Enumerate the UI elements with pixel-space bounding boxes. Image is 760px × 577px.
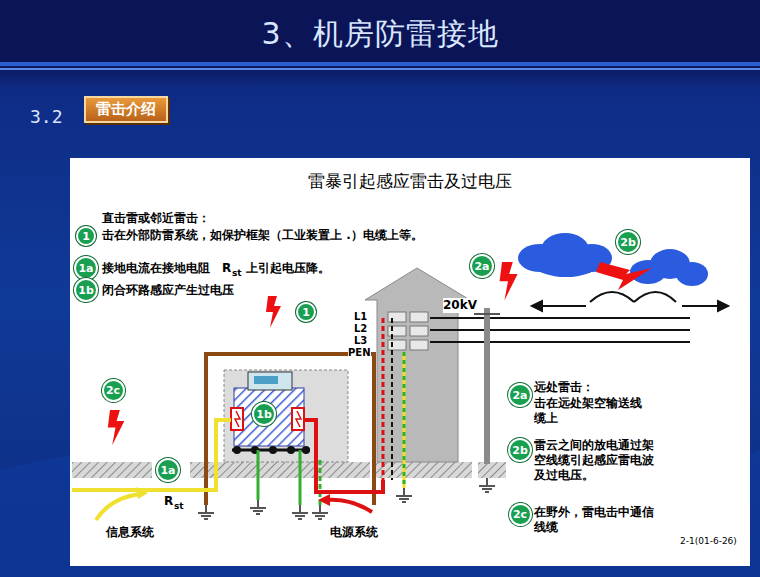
callout-text: 1b — [256, 408, 272, 421]
transformer — [388, 312, 428, 350]
callout-number: 1b — [74, 278, 98, 302]
callout-text: 2c — [513, 508, 527, 521]
resistance-subscript: st — [232, 268, 242, 279]
callout-number: 1 — [296, 302, 316, 322]
callout-number: 2b — [508, 438, 532, 462]
note-text: 闭合环路感应产生过电压 — [102, 283, 234, 298]
equipment-cabinet — [234, 388, 304, 446]
ground-strip — [72, 462, 152, 478]
callout-number: 1 — [76, 226, 96, 246]
callout-number: 1a — [156, 458, 180, 482]
callout-number: 2a — [508, 383, 532, 407]
overhead-line — [430, 341, 690, 343]
callout-number: 2c — [102, 379, 125, 402]
bus-terminal — [233, 446, 310, 454]
header-rule — [0, 62, 760, 66]
note-text: 接地电流在接地电阻 — [102, 261, 210, 276]
callout-text: 2a — [512, 389, 527, 402]
phase-label: L2 — [354, 323, 367, 336]
callout-number: 1b — [252, 402, 276, 426]
signal-cable — [72, 420, 231, 490]
phase-label: L1 — [354, 311, 367, 324]
callout-text: 1 — [82, 230, 90, 243]
earth-conductor — [299, 450, 302, 505]
utility-pole — [484, 308, 490, 464]
callout-text: 1a — [160, 464, 175, 477]
computer-screen — [254, 376, 278, 384]
callout-number: 2b — [616, 230, 640, 254]
callout-text: 1 — [302, 306, 310, 319]
earth-conductor — [257, 450, 260, 500]
surge-protector — [231, 408, 243, 430]
ground-strip — [372, 462, 472, 478]
system-label: 信息系统 — [106, 525, 154, 540]
phase-label: L3 — [354, 335, 367, 348]
callout-text: 2c — [106, 384, 120, 397]
pole-crossarm — [474, 313, 500, 315]
power-arrow — [326, 500, 372, 512]
note-heading: 远处雷击： — [534, 380, 594, 395]
resistance-symbol: R — [222, 261, 231, 276]
ground-strip — [478, 462, 506, 478]
overhead-line — [430, 317, 690, 319]
induced-wave — [532, 292, 728, 311]
callout-text: 2a — [474, 260, 489, 273]
note-heading: 直击雷或邻近雷击： — [102, 211, 210, 226]
overhead-line — [430, 329, 690, 331]
note-text: 击在远处架空输送线缆上 — [534, 396, 652, 426]
section-button: 雷击介绍 — [84, 96, 168, 123]
slide-title: 3、机房防雷接地 — [0, 14, 760, 55]
pen-label: PEN — [348, 347, 371, 360]
resistance-symbol: R — [164, 494, 173, 509]
callout-number: 2c — [509, 503, 532, 526]
callout-text: 1b — [78, 284, 94, 297]
callout-text: 2b — [620, 236, 636, 249]
signal-arrow — [96, 494, 140, 520]
lightning-bolt — [500, 262, 518, 300]
note-text: 击在外部防雷系统，如保护框架（工业装置上 .）电缆上等。 — [102, 228, 423, 243]
diagram-title: 雷暴引起感应雷击及过电压 — [70, 170, 750, 193]
pen-conductor — [403, 352, 406, 488]
callout-text: 1a — [78, 262, 93, 275]
note-text: 上引起电压降。 — [246, 261, 330, 276]
thundercloud — [630, 249, 708, 286]
surge-protector — [292, 408, 304, 430]
resistance-subscript: st — [174, 501, 184, 512]
earth-conductor — [319, 460, 322, 505]
cloud-discharge — [596, 262, 652, 290]
phase-conductor — [382, 318, 385, 480]
pen-conductor — [403, 352, 406, 488]
system-label: 电源系统 — [330, 525, 378, 540]
lightning-bolt — [266, 296, 281, 328]
voltage-label: 20kV — [443, 298, 477, 313]
header-rule — [0, 68, 760, 70]
figure-number: 2-1(01-6-26) — [680, 536, 737, 547]
phase-conductor — [391, 318, 393, 480]
lightning-bolt — [108, 410, 125, 445]
section-number: 3.2 — [30, 106, 63, 129]
note-text: 在野外，雷电击中通信线缆 — [534, 505, 656, 535]
equipment-room — [224, 370, 348, 462]
callout-number: 1a — [74, 256, 98, 280]
computer — [248, 372, 292, 390]
power-cable — [304, 420, 383, 492]
protection-frame — [206, 354, 374, 505]
callout-text: 2b — [512, 444, 528, 457]
button-label: 雷击介绍 — [96, 100, 156, 119]
callout-number: 2a — [470, 254, 494, 278]
note-text: 雷云之间的放电通过架空线缆引起感应雷电波及过电压。 — [534, 438, 654, 483]
